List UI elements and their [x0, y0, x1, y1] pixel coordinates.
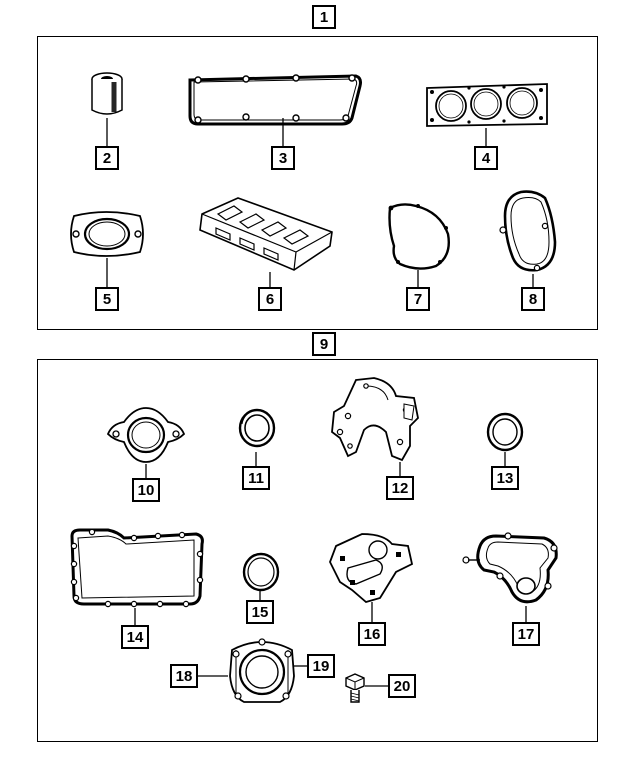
part-8-thermostat-gasket[interactable]	[497, 186, 559, 276]
callout-8[interactable]: 8	[521, 287, 545, 311]
callout-2[interactable]: 2	[95, 146, 119, 170]
callout-15[interactable]: 15	[246, 600, 274, 624]
callout-14[interactable]: 14	[121, 625, 149, 649]
gasket-kit-panel-upper	[37, 36, 598, 330]
callout-5[interactable]: 5	[95, 287, 119, 311]
part-12-front-cover-gasket[interactable]	[326, 376, 422, 464]
part-3-valve-cover-gasket[interactable]	[184, 70, 366, 128]
part-14-oil-pan-gasket[interactable]	[62, 524, 208, 610]
callout-3[interactable]: 3	[271, 146, 295, 170]
group-label-1[interactable]: 1	[312, 5, 336, 29]
part-6-intake-manifold-gasket[interactable]	[196, 192, 336, 276]
part-11-seal[interactable]	[236, 406, 278, 452]
gasket-kit-panel-lower	[37, 359, 598, 742]
callout-7[interactable]: 7	[406, 287, 430, 311]
part-13-seal[interactable]	[484, 410, 526, 454]
callout-11[interactable]: 11	[242, 466, 270, 490]
group-label-9[interactable]: 9	[312, 332, 336, 356]
callout-20[interactable]: 20	[388, 674, 416, 698]
callout-12[interactable]: 12	[386, 476, 414, 500]
callout-18[interactable]: 18	[170, 664, 198, 688]
callout-6[interactable]: 6	[258, 287, 282, 311]
part-7-timing-cover-gasket[interactable]	[382, 198, 454, 272]
part-4-head-gasket[interactable]	[423, 80, 551, 130]
callout-13[interactable]: 13	[491, 466, 519, 490]
callout-10[interactable]: 10	[132, 478, 160, 502]
part-2-bushing[interactable]	[84, 70, 130, 120]
part-18-19-rear-seal-retainer[interactable]	[222, 636, 302, 706]
callout-16[interactable]: 16	[358, 622, 386, 646]
part-17-water-pump-gasket[interactable]	[460, 530, 564, 608]
callout-19[interactable]: 19	[307, 654, 335, 678]
part-15-seal[interactable]	[240, 550, 282, 594]
part-5-exhaust-flange-gasket[interactable]	[66, 208, 148, 260]
part-20-bolt[interactable]	[342, 672, 368, 706]
part-16-oil-pump-gasket[interactable]	[322, 530, 414, 606]
callout-4[interactable]: 4	[474, 146, 498, 170]
part-10-seal-retainer-gasket[interactable]	[104, 404, 188, 466]
callout-17[interactable]: 17	[512, 622, 540, 646]
